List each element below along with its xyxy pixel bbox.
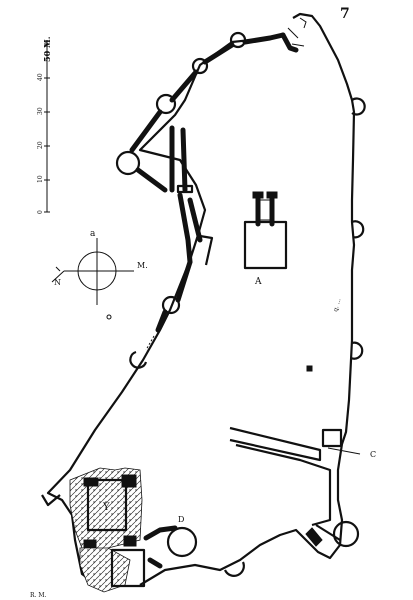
label-a: A	[254, 277, 262, 287]
northeast-gate-ruin	[280, 17, 307, 53]
tower-east-2	[351, 220, 365, 239]
building-a: A	[243, 191, 288, 287]
label-d: D	[178, 515, 184, 524]
scale-tick-0: 0	[37, 210, 44, 214]
keep-complex: Y D	[41, 467, 198, 593]
northwest-curtain	[115, 31, 286, 351]
scale-tick-10: 10	[37, 175, 44, 183]
label-y: Y	[102, 502, 110, 513]
tower-east-1	[351, 97, 366, 116]
note-bottom-left: R. M.	[30, 592, 46, 599]
scale-bar: 0 10 20 30 40 50 M.	[37, 36, 52, 214]
compass-west: N	[54, 278, 61, 287]
marker-b	[306, 365, 313, 372]
compass-east: M.	[137, 261, 148, 270]
compass-rose: a M. N	[51, 229, 148, 320]
tower-east-3	[350, 341, 364, 360]
gate-c: C	[229, 426, 376, 548]
compass-north: a	[90, 229, 96, 239]
note-right: q. ...	[332, 298, 342, 313]
tower-west-1	[129, 350, 148, 369]
tower-south-1	[223, 561, 245, 577]
label-c: C	[370, 450, 376, 459]
sheet-number: 7	[340, 6, 350, 22]
scale-tick-40: 40	[37, 73, 44, 81]
scale-tick-30: 30	[37, 107, 44, 115]
scale-unit-label: 50 M.	[42, 36, 52, 62]
scale-tick-20: 20	[37, 141, 44, 149]
